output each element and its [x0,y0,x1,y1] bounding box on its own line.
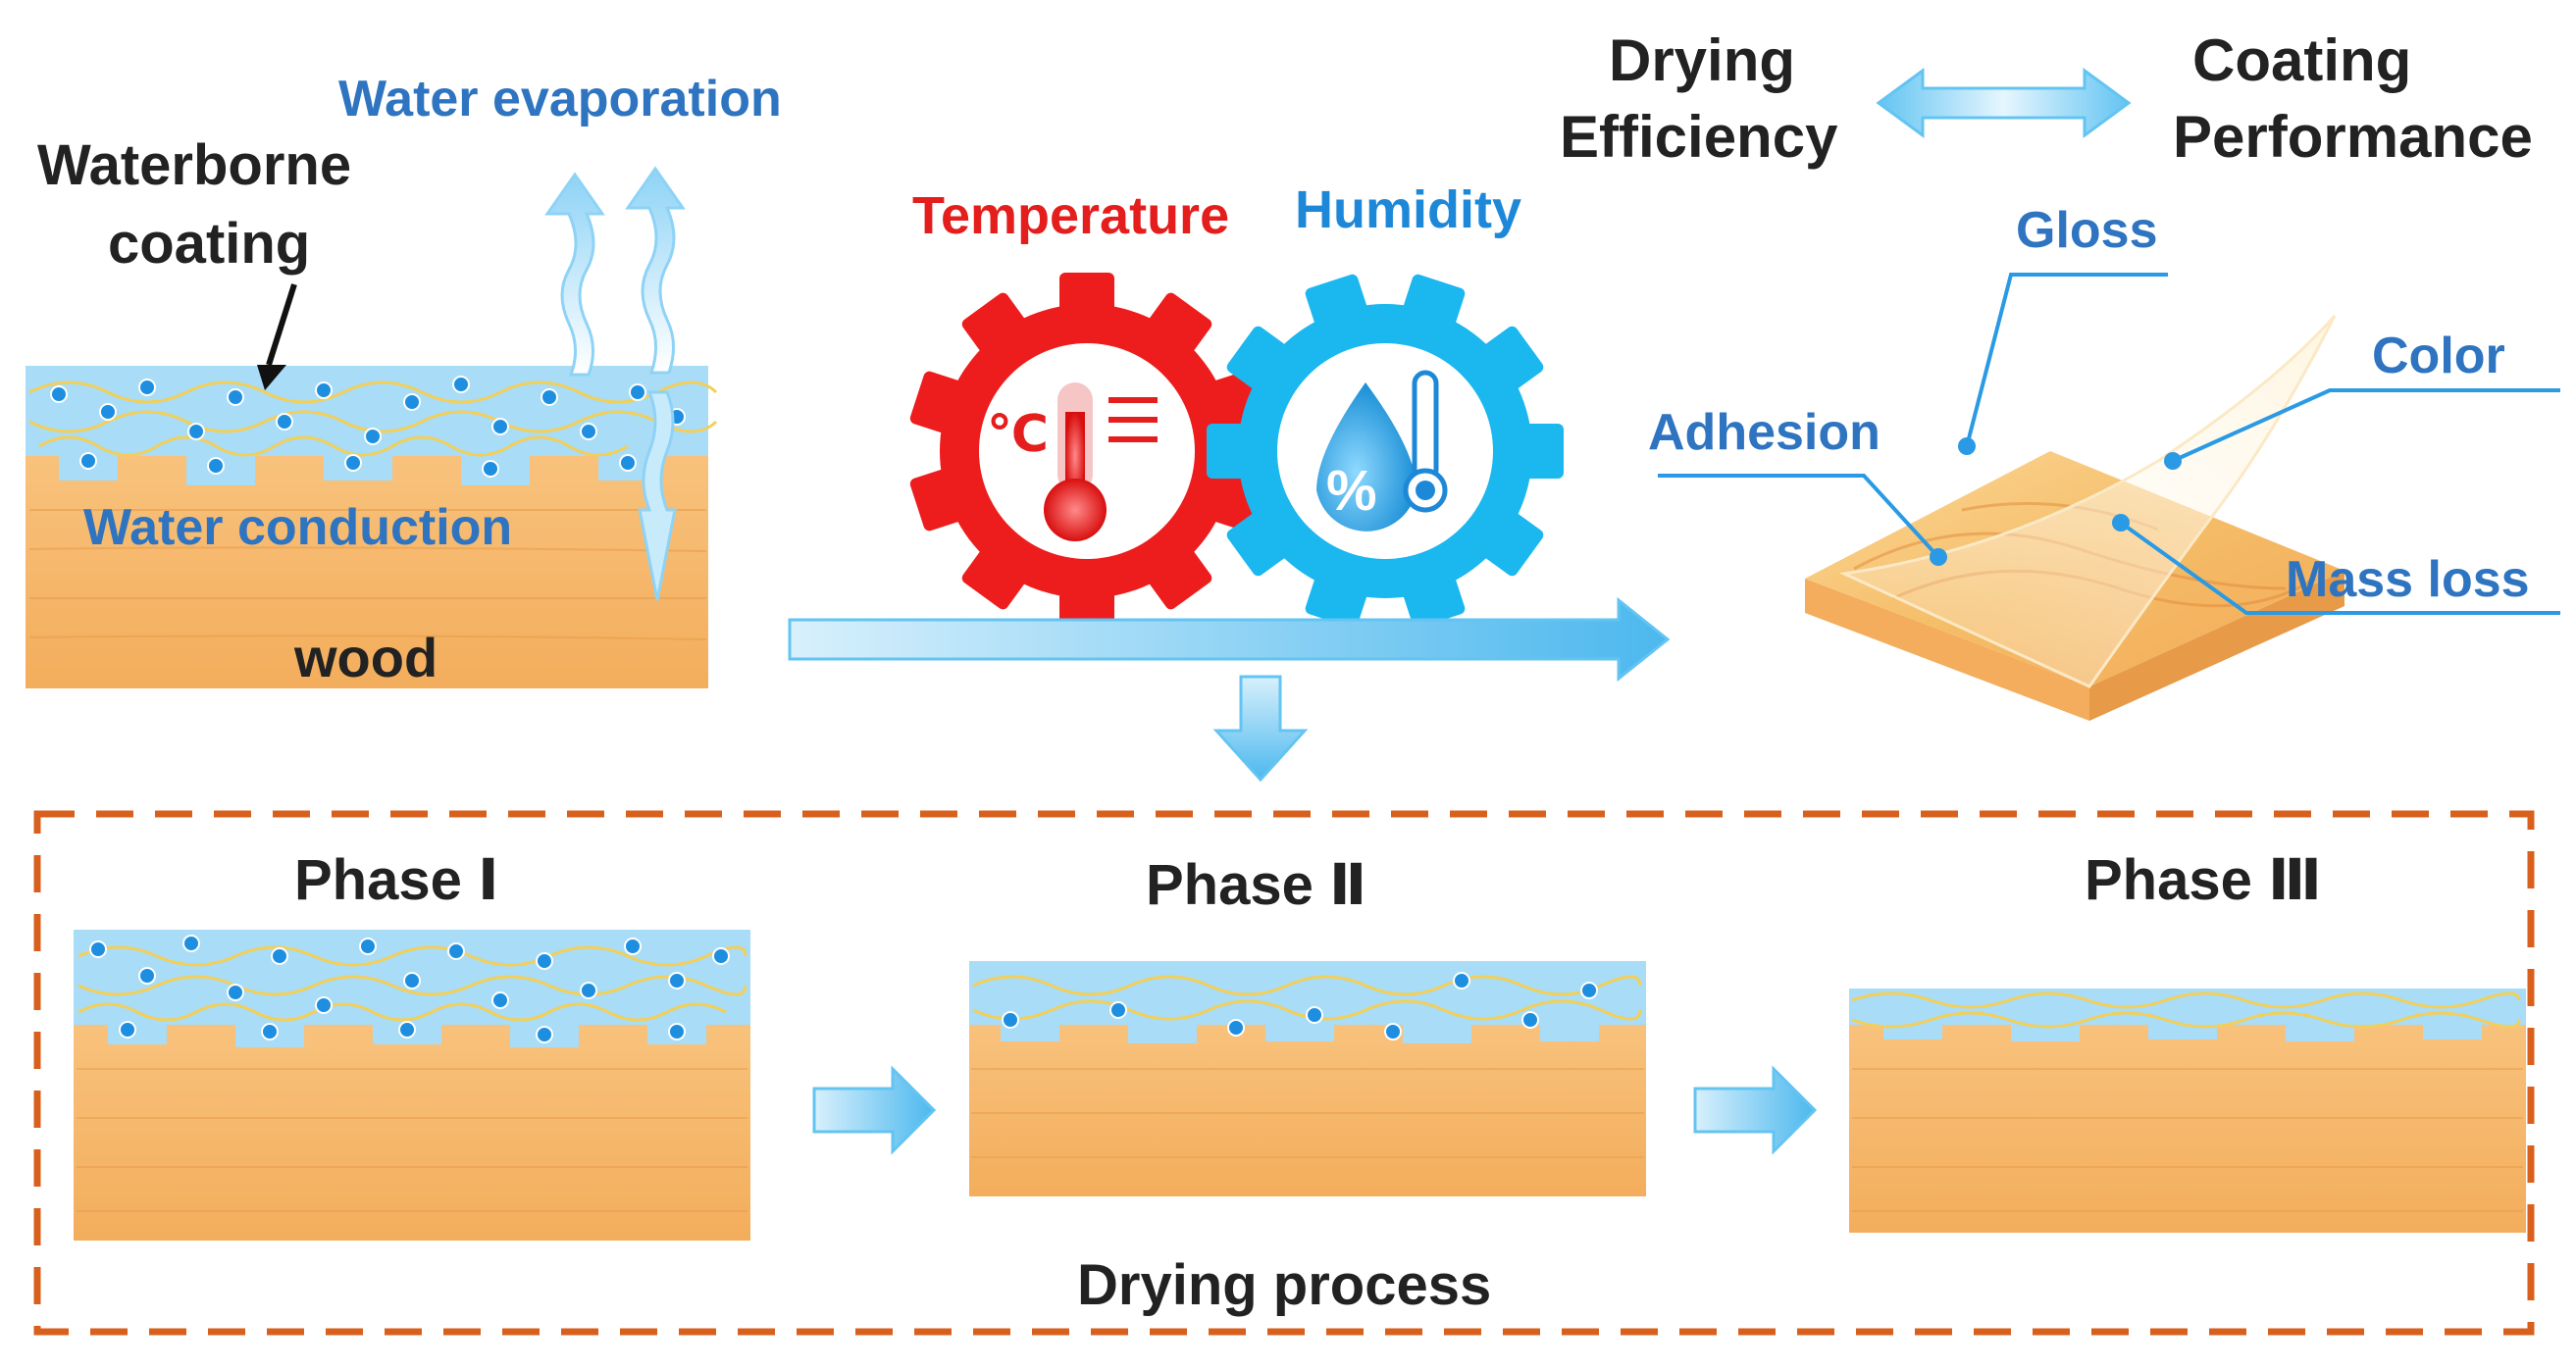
wood-grain [28,509,707,640]
water-conduction-arrow [638,390,677,601]
drying-process-label: Drying process [1077,1253,1491,1317]
wood-label: wood [293,627,438,688]
coating-pointer-head [257,365,286,390]
phase-2-block [969,961,1646,1196]
board-side-face [2089,571,2344,721]
phase-3-block [1849,989,2526,1233]
phase-1-label: Phase Ⅰ [294,848,499,912]
phase-arrow-1 [812,1065,937,1155]
waterborne-coating-label-line2: coating [108,212,310,276]
water-droplets [50,376,686,478]
property-leader-lines [1658,273,2560,615]
coated-board-illustration [1658,273,2560,721]
phase-arrow-2 [1693,1065,1818,1155]
celsius-symbol: ℃ [987,406,1049,463]
coating-pointer-line [266,283,297,366]
humidity-label: Humidity [1295,180,1521,239]
peeling-film [1838,315,2337,688]
evaporation-arrow-2 [625,166,686,375]
humidity-drop-icon [1316,370,1448,532]
coating-performance-label-line1: Coating [2192,27,2411,93]
waterborne-coating-label-line1: Waterborne [37,133,351,197]
down-arrow [1212,675,1309,783]
main-right-arrow [788,596,1671,683]
coating-performance-label-line2: Performance [2173,104,2533,170]
drying-efficiency-label-line2: Efficiency [1560,104,1838,170]
coated-wood-block: Water evaporation Waterborne coating Wat… [26,71,782,688]
board-front-face [1805,579,2089,721]
wood-substrate [26,456,708,688]
temperature-label: Temperature [912,186,1229,245]
thermometer-icon [1044,382,1158,541]
drying-process-frame [33,810,2535,1336]
coating-layer [26,366,708,485]
phase-2-label: Phase Ⅱ [1146,853,1366,917]
gloss-label: Gloss [2016,202,2158,259]
phase-1-block [74,930,750,1241]
phase-3-label: Phase Ⅲ [2085,848,2322,912]
mass-loss-label: Mass loss [2286,551,2530,608]
drying-efficiency-label-line1: Drying [1609,27,1795,93]
water-evaporation-label: Water evaporation [338,71,782,127]
water-conduction-label: Water conduction [83,499,512,556]
double-arrow [1876,68,2132,138]
evaporation-arrow-1 [544,172,605,377]
percent-symbol: % [1326,459,1377,523]
adhesion-label: Adhesion [1648,404,1880,461]
color-label: Color [2372,328,2505,384]
